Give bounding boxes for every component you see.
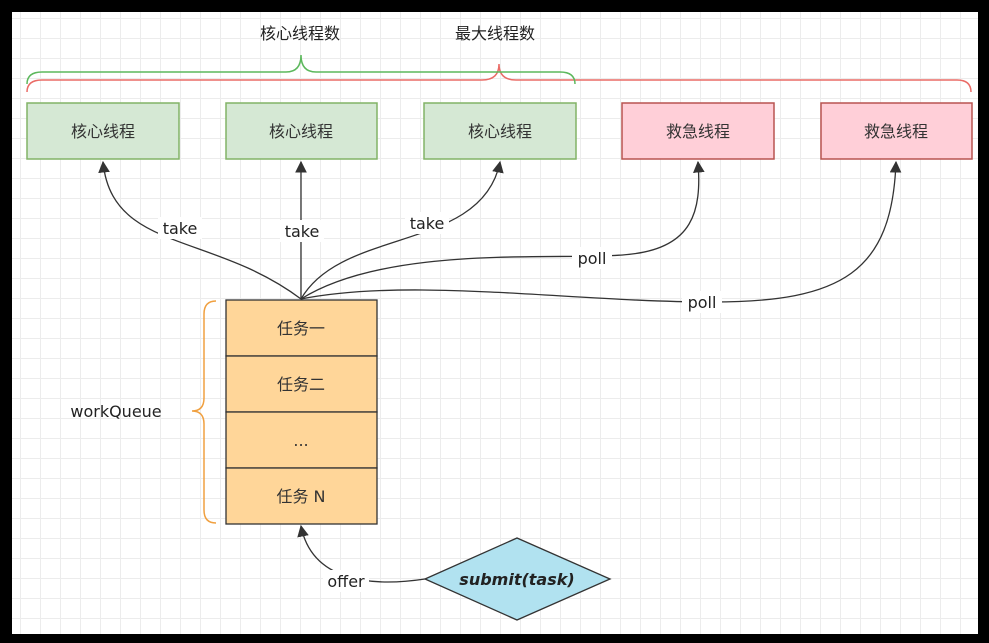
thread-label: 救急线程 bbox=[666, 122, 730, 141]
queue-item-label: ... bbox=[293, 431, 308, 450]
queue-stack: 任务一 任务二 ... 任务 N bbox=[225, 299, 378, 525]
queue-item-label: 任务二 bbox=[277, 375, 325, 394]
poll-label-1: poll bbox=[578, 249, 607, 268]
submit-label: submit(task) bbox=[459, 570, 574, 589]
max-count-label: 最大线程数 bbox=[455, 24, 535, 43]
take-label-2: take bbox=[285, 222, 320, 241]
max-threads-bracket bbox=[26, 63, 972, 93]
submit-diamond: submit(task) bbox=[423, 537, 612, 621]
thread-label: 救急线程 bbox=[864, 122, 928, 141]
queue-item-label: 任务一 bbox=[277, 319, 325, 338]
thread-box-core-3: 核心线程 bbox=[423, 102, 577, 160]
core-threads-bracket bbox=[26, 54, 576, 85]
thread-label: 核心线程 bbox=[269, 122, 333, 141]
poll-edge-1 bbox=[300, 160, 705, 300]
queue-item-label: 任务 N bbox=[276, 487, 325, 506]
thread-box-emergency-1: 救急线程 bbox=[621, 102, 775, 160]
thread-box-core-2: 核心线程 bbox=[225, 102, 378, 160]
core-count-label: 核心线程数 bbox=[260, 24, 340, 43]
poll-edge-2 bbox=[300, 160, 902, 303]
thread-label: 核心线程 bbox=[468, 122, 532, 141]
offer-label: offer bbox=[327, 572, 365, 591]
diagram-canvas: 核心线程数 最大线程数 核心线程 核心线程 核心线程 救急线程 救急线程 tak… bbox=[12, 12, 978, 634]
work-queue-label: workQueue bbox=[70, 402, 161, 421]
work-queue-brace bbox=[191, 300, 217, 524]
diagram-svg: 核心线程数 最大线程数 核心线程 核心线程 核心线程 救急线程 救急线程 tak… bbox=[26, 24, 973, 621]
queue-item bbox=[225, 467, 378, 525]
queue-item bbox=[225, 299, 378, 357]
take-edge-3 bbox=[300, 160, 504, 300]
thread-label: 核心线程 bbox=[71, 122, 135, 141]
poll-label-2: poll bbox=[688, 293, 717, 312]
thread-box-emergency-2: 救急线程 bbox=[820, 102, 973, 160]
take-edge-1 bbox=[98, 160, 302, 300]
take-label-1: take bbox=[163, 219, 198, 238]
take-label-3: take bbox=[410, 214, 445, 233]
queue-item bbox=[225, 355, 378, 413]
thread-box-core-1: 核心线程 bbox=[26, 102, 180, 160]
